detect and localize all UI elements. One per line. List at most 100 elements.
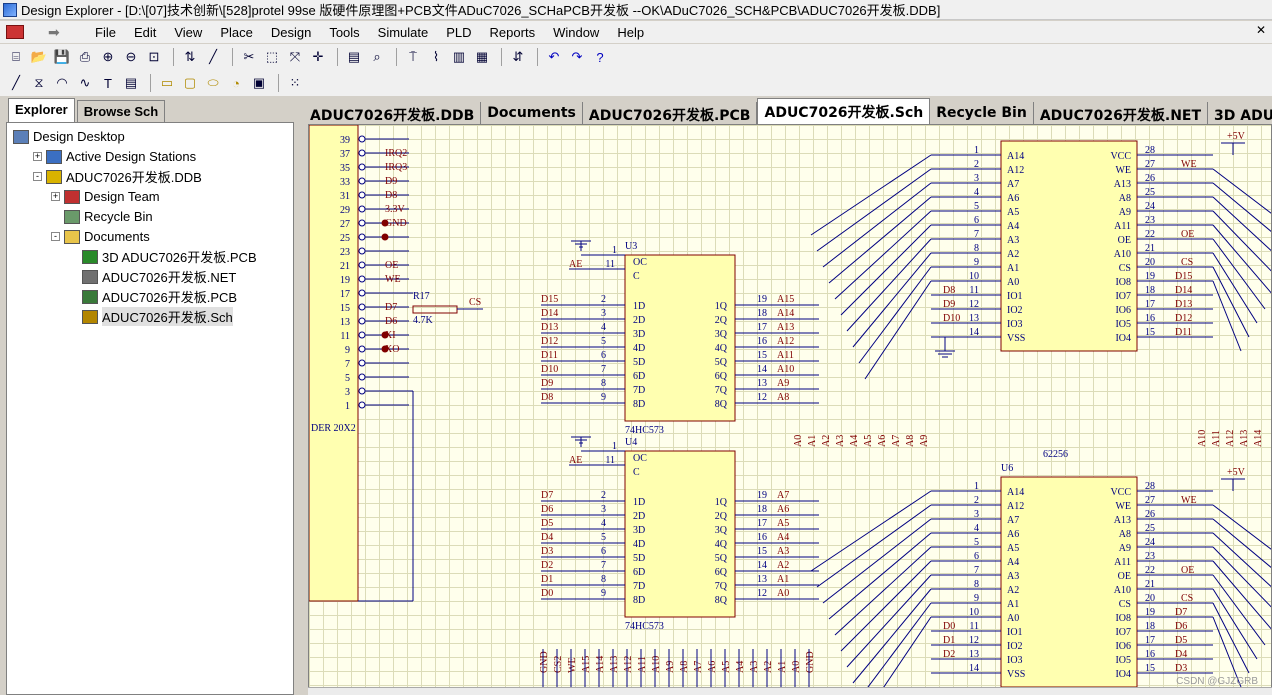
menu-simulate[interactable]: Simulate [377, 24, 429, 40]
pin-circle [358, 177, 366, 185]
open-folder-icon[interactable]: ⌸ [12, 49, 20, 64]
schematic-label: A7 [777, 490, 789, 501]
tree-item[interactable]: -ADUC7026开发板.DDB [33, 167, 202, 186]
tab-explorer[interactable]: Explorer [8, 98, 75, 122]
tree-item[interactable]: ADUC7026开发板.NET [69, 267, 236, 286]
schematic-label: +5V [1227, 131, 1246, 142]
tree-item[interactable]: ADUC7026开发板.Sch [69, 307, 233, 326]
collapse-icon[interactable]: - [51, 232, 60, 241]
schematic-label: C [633, 467, 640, 478]
hierarchy-icon[interactable]: ⇵ [512, 49, 524, 64]
zoom-out-icon[interactable]: ⊖ [125, 49, 137, 64]
expand-icon[interactable]: + [33, 151, 42, 161]
wire [840, 560, 932, 652]
probe-icon[interactable]: ⌇ [432, 49, 440, 64]
text-icon[interactable]: T [104, 75, 112, 91]
tree-item[interactable]: +Design Team [51, 187, 160, 206]
schematic-label: A2 [1007, 249, 1019, 260]
polygon-icon[interactable]: ⧖ [34, 75, 44, 90]
doc-tab[interactable]: Recycle Bin [930, 102, 1034, 124]
lib2-icon[interactable]: ▦ [475, 49, 489, 64]
tree-item[interactable]: Recycle Bin [51, 207, 153, 226]
doc-tab[interactable]: 3D ADUC7026开发板.PCB [1208, 102, 1272, 124]
schematic-label: D9 [943, 299, 955, 310]
menu-window[interactable]: Window [553, 24, 600, 40]
menu-pld[interactable]: PLD [446, 24, 472, 40]
toolbar-separator [501, 48, 502, 66]
rectangle-icon[interactable]: ▭ [160, 75, 174, 90]
tree-item[interactable]: ADUC7026开发板.PCB [69, 287, 237, 306]
tree-item[interactable]: 3D ADUC7026开发板.PCB [69, 247, 257, 266]
menu-view[interactable]: View [174, 24, 203, 40]
horizontal-scrollbar[interactable] [308, 687, 1272, 695]
schematic-label: A11 [1114, 221, 1131, 232]
wire-icon[interactable]: ╱ [209, 49, 217, 64]
schematic-label: 27 [340, 219, 350, 230]
tag-icon[interactable]: ⍑ [409, 49, 417, 64]
doc-tab[interactable]: ADUC7026开发板.DDB [304, 102, 482, 124]
lib-icon[interactable]: ▥ [452, 49, 466, 64]
tree-item-label: ADUC7026开发板.NET [102, 270, 237, 285]
tab-browse-sch[interactable]: Browse Sch [76, 100, 166, 122]
print-icon[interactable]: ⎙ [79, 49, 91, 64]
textframe-icon[interactable]: ▤ [124, 75, 138, 90]
menu-reports[interactable]: Reports [489, 24, 536, 40]
schematic-label: 17 [757, 518, 767, 529]
expand-icon[interactable]: + [51, 191, 60, 201]
graphic-icon[interactable]: ▣ [252, 75, 266, 90]
menu-design[interactable]: Design [270, 24, 312, 40]
array-icon[interactable]: ⁙ [289, 75, 301, 90]
schematic-label: 15 [340, 303, 350, 314]
redo-icon[interactable]: ↷ [571, 49, 583, 64]
save-icon[interactable]: 💾 [53, 49, 71, 64]
cut-icon[interactable]: ✂ [243, 49, 255, 64]
move-icon[interactable]: ⤧ [289, 49, 301, 64]
pie-icon[interactable]: ◔ [232, 75, 240, 91]
wire [822, 182, 932, 268]
doc-tab[interactable]: ADUC7026开发板.Sch [757, 98, 931, 124]
collapse-icon[interactable]: - [33, 172, 42, 181]
open-icon[interactable]: 📂 [30, 49, 48, 64]
arc-icon[interactable]: ◠ [56, 75, 68, 90]
menu-edit[interactable]: Edit [133, 24, 157, 40]
schematic-label: 9 [601, 392, 606, 403]
tree-item[interactable]: +Active Design Stations [33, 147, 196, 166]
pin-circle [358, 233, 366, 241]
zoom-in-icon[interactable]: ⊕ [102, 49, 114, 64]
system-menu-icon[interactable] [6, 25, 24, 39]
doc-tab[interactable]: ADUC7026开发板.PCB [583, 102, 758, 124]
zoom-fit-icon[interactable]: ⊡ [148, 49, 160, 64]
line-icon[interactable]: ╱ [12, 75, 20, 90]
ellipse-icon[interactable]: ⬭ [207, 75, 219, 90]
tree-item[interactable]: -Documents [51, 227, 150, 246]
doc-tab[interactable]: ADUC7026开发板.NET [1034, 102, 1209, 124]
component-icon[interactable]: ▤ [347, 49, 361, 64]
schematic-label: D1 [541, 574, 553, 585]
back-arrow-icon[interactable]: ➡ [48, 24, 60, 40]
schematic-label: A14 [1007, 487, 1024, 498]
schematic-label: OE [1181, 565, 1194, 576]
help-icon[interactable]: ? [596, 49, 604, 65]
round-rect-icon[interactable]: ▢ [183, 75, 197, 90]
menu-file[interactable]: File [95, 24, 116, 40]
schematic-label: D7 [385, 302, 397, 313]
schematic-label: A4 [735, 661, 746, 673]
browse-icon[interactable]: ⌕ [373, 49, 381, 64]
menu-help[interactable]: Help [617, 24, 645, 40]
doc-tab[interactable]: Documents [481, 102, 583, 124]
menu-place[interactable]: Place [220, 24, 253, 40]
select-icon[interactable]: ⬚ [265, 49, 279, 64]
bezier-icon[interactable]: ∿ [79, 75, 91, 90]
schematic-label: +5V [1227, 467, 1246, 478]
undo-icon[interactable]: ↶ [548, 49, 560, 64]
cross-probe-icon[interactable]: ⇅ [184, 49, 196, 64]
tree-item[interactable]: Design Desktop [13, 127, 125, 146]
schematic-label: D8 [943, 285, 955, 296]
cross-icon[interactable]: ✛ [312, 49, 324, 64]
schematic-label: IO6 [1115, 305, 1131, 316]
schematic-label: A3 [835, 435, 846, 447]
menu-tools[interactable]: Tools [329, 24, 360, 40]
close-icon[interactable]: ✕ [1255, 23, 1266, 37]
